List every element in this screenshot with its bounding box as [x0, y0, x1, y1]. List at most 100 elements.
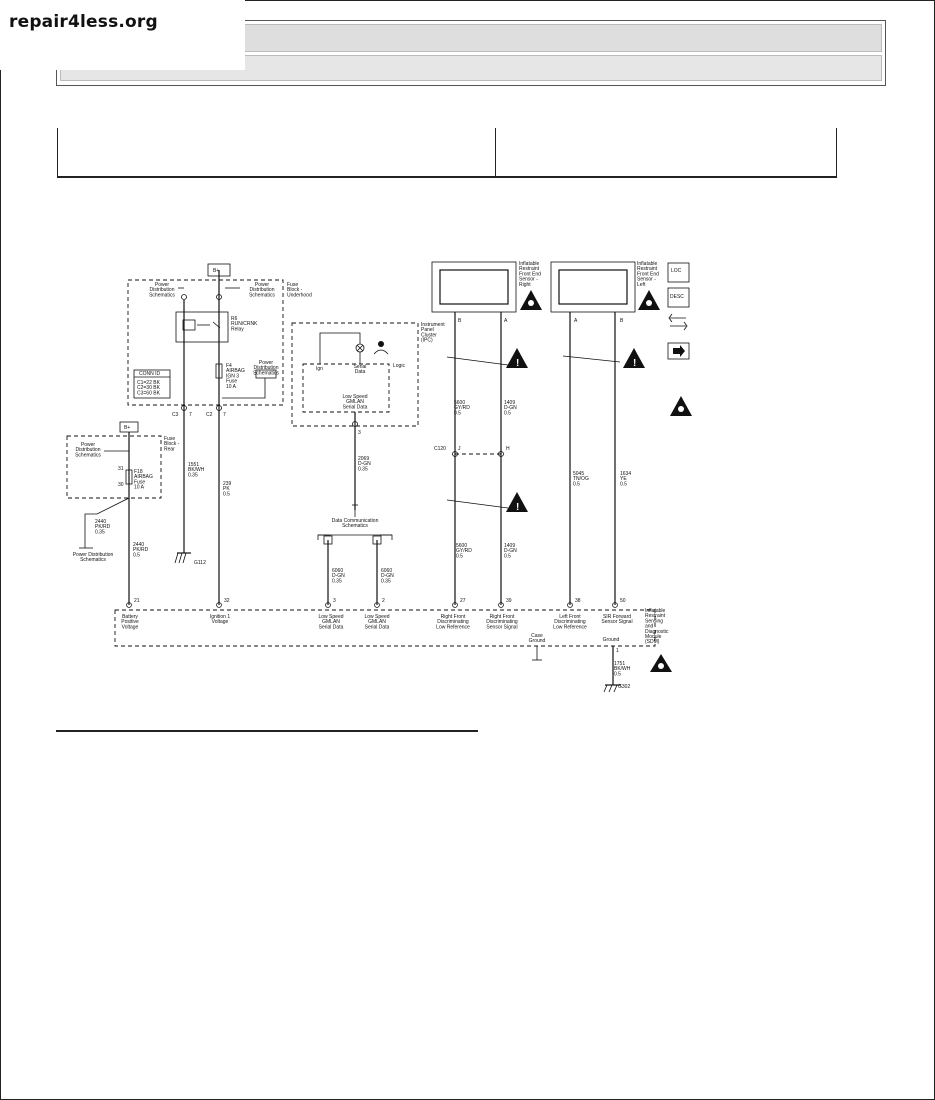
conn-id-title: CONN ID	[139, 371, 161, 377]
pin-c3-number: 7	[189, 412, 192, 418]
rear-battery-label: B+	[124, 425, 130, 431]
sdm-pin-number: 39	[506, 598, 512, 604]
sdm-pin-terminal	[498, 602, 504, 608]
conn-id-box	[133, 369, 171, 399]
fuse-block-rear: B+	[66, 421, 162, 499]
sdm-pin-number: 32	[224, 598, 230, 604]
pin-30-label: 30	[118, 482, 124, 488]
sensor-right-pin-a: A	[504, 318, 508, 324]
info-table	[57, 128, 837, 178]
section-divider	[56, 730, 478, 732]
esd-sensitive-icon	[638, 290, 660, 310]
svg-text:!: !	[516, 502, 519, 513]
airbag-person-icon	[378, 341, 384, 347]
pin-31-label: 31	[118, 466, 124, 472]
sdm-pin-terminal	[452, 602, 458, 608]
sdm-pin-number: 50	[620, 598, 626, 604]
sensor-left-box	[550, 261, 636, 313]
sdm-pin-number: 3	[333, 598, 336, 604]
caution-triangle-icon: !	[506, 348, 528, 369]
sdm-pin-number: 38	[575, 598, 581, 604]
sdm-pin-number: 27	[460, 598, 466, 604]
sensor-right-pin-b: B	[458, 318, 462, 324]
connector-c120-label: C120	[434, 446, 446, 452]
connector-c120-pin-j: J	[458, 446, 461, 452]
info-table-cell-right	[494, 128, 837, 176]
pin-c2-number: 7	[223, 412, 226, 418]
sdm-pin-terminal	[374, 602, 380, 608]
caution-triangle-icon: !	[623, 348, 645, 369]
ground-g302-label: G302	[618, 684, 630, 690]
fuse-f4	[215, 363, 223, 379]
connector-locations-icon[interactable]: LOC	[667, 262, 690, 283]
ipc-pin-label: 3	[358, 430, 361, 436]
svg-text:!: !	[633, 358, 636, 369]
sdm-pin-terminal	[567, 602, 573, 608]
instrument-panel-cluster	[291, 322, 419, 427]
caution-triangle-icon: !	[506, 492, 528, 513]
sdm-pin-terminal	[612, 602, 618, 608]
esd-sensitive-icon	[670, 396, 692, 416]
esd-sensitive-icon	[520, 290, 542, 310]
battery-label: B+	[213, 268, 219, 274]
ipc-ign-label: Ign	[316, 366, 323, 372]
pin-c3-label: C3	[172, 412, 179, 418]
ipc-logic-label: Logic	[393, 363, 405, 369]
sdm-pin-terminal	[325, 602, 331, 608]
svg-text:DESC: DESC	[670, 294, 684, 300]
component-descriptions-icon[interactable]: DESC	[667, 287, 690, 308]
sensor-left-pin-b: B	[620, 318, 624, 324]
sdm-pin-number: 21	[134, 598, 140, 604]
svg-text:LOC: LOC	[671, 268, 682, 274]
sdm-ground-pin: 1	[616, 648, 619, 654]
connector-c120-pin-h: H	[506, 446, 510, 452]
wire-harness-icon[interactable]	[668, 313, 688, 331]
watermark-text: repair4less.org	[9, 12, 158, 32]
watermark-logo: repair4less.org	[0, 0, 245, 70]
sensor-left-pin-a: A	[574, 318, 578, 324]
esd-sensitive-icon	[650, 654, 672, 672]
sdm-pin-terminal	[126, 602, 132, 608]
sdm-module	[114, 609, 656, 647]
info-table-cell-left	[57, 128, 496, 176]
sensor-right-box	[431, 261, 517, 313]
navigation-arrow-icon[interactable]	[667, 342, 690, 360]
pin-c2-label: C2	[206, 412, 213, 418]
